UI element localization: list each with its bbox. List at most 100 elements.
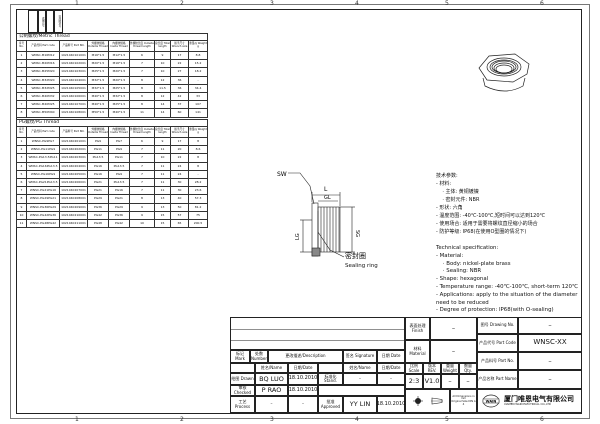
spec-en-line: - Material: xyxy=(436,252,464,259)
table-cell: 11 xyxy=(154,161,171,171)
table-cell: M40*1.5 xyxy=(108,108,130,118)
table-cell: 75 xyxy=(187,210,209,220)
finish-label: 表面处理 Finish xyxy=(405,317,430,340)
table-cell: 1021040206001 xyxy=(59,177,88,188)
zone-col-2-bottom: 2 xyxy=(180,416,184,423)
process-name: – xyxy=(255,396,288,413)
zone-col-1: 1 xyxy=(75,0,79,7)
table-cell: 2 xyxy=(16,145,27,155)
column-header: 序号 No. xyxy=(16,40,27,52)
spec-zh-line: - 材料: xyxy=(436,181,452,187)
material-label: 材料 Material xyxy=(405,340,430,363)
approved-date: 18.10.2010 xyxy=(377,396,405,413)
table-cell: 1021040210001 xyxy=(59,210,88,220)
table-cell: 1021040103001 xyxy=(59,67,88,77)
table-cell: PG16 xyxy=(87,169,109,179)
scale-value: 2:3 xyxy=(405,374,423,389)
process-label: 工艺 Process xyxy=(230,396,255,413)
table-cell: 65 xyxy=(170,218,189,229)
table-cell: 7 xyxy=(129,161,155,171)
zone-col-2: 2 xyxy=(180,0,184,7)
table-cell: 17 xyxy=(170,50,189,61)
table-cell: 8 xyxy=(129,194,155,204)
table-cell: 7 xyxy=(129,153,155,163)
zone-col-6-bottom: 6 xyxy=(540,416,544,423)
table-cell: WNSC-M40M32 xyxy=(26,91,60,102)
table-cell: 7 xyxy=(129,59,155,69)
mark-header: 标记 Mark xyxy=(230,350,250,363)
table-cell: 24 xyxy=(170,161,189,171)
company-name: 厦门唯恩电气有限公司 XIAMEN WAIN ELECTRICAL CO.,LT… xyxy=(504,395,574,406)
checked-name: P RAO xyxy=(255,385,288,396)
table-cell: 11 xyxy=(129,108,155,118)
column-header: 扳手尺寸 Wrench size xyxy=(170,126,189,138)
rev-label: 版本 REV. xyxy=(423,363,441,374)
table-cell: 50 xyxy=(170,202,189,212)
table-cell: 30 xyxy=(170,177,189,188)
table-cell: 10 xyxy=(154,67,171,77)
table-cell: 11 xyxy=(16,218,27,229)
zone-col-5-bottom: 5 xyxy=(445,416,449,423)
table-cell: 1021040105001 xyxy=(59,83,88,93)
outer-border xyxy=(10,4,590,419)
table-cell: WNSC-M32M25 xyxy=(26,83,60,93)
table-cell: 8 xyxy=(129,100,155,110)
column-header: 重量/g Weight g xyxy=(187,126,209,138)
table-cell: 57.3 xyxy=(187,194,209,204)
table-cell: WNSC-M25M20 xyxy=(26,67,60,77)
table-cell: 1 xyxy=(16,136,27,147)
part-name-value: – xyxy=(518,370,582,389)
zone-col-1-bottom: 1 xyxy=(75,416,79,423)
l-label: L xyxy=(324,186,328,193)
column-header: 外螺纹规格 Outside Thread xyxy=(87,126,109,138)
table-cell: 3 xyxy=(16,153,27,163)
table-cell: 7 xyxy=(129,169,155,179)
part-name-label: 产品名称 Part Name xyxy=(477,370,518,389)
column-header: 外螺纹规格 Outside Thread xyxy=(87,40,109,52)
table-cell: 200.5 xyxy=(187,218,209,229)
table-cell: M20*1.5 xyxy=(108,75,130,85)
table-cell: 1021040204001 xyxy=(59,161,88,171)
scale-label: 比例 Scale xyxy=(405,363,423,374)
table-cell: PG7 xyxy=(108,136,130,147)
column-header: 产品代码 Part code xyxy=(26,40,60,52)
table-cell: PG21 xyxy=(87,177,109,188)
spec-en-line: · Sealing: NBR xyxy=(436,268,482,275)
table-cell: 37 xyxy=(170,100,189,110)
table-cell: 24 xyxy=(170,169,189,179)
table-cell: 1021040106001 xyxy=(59,91,88,102)
table-cell: 12 xyxy=(154,91,171,102)
thread-lines xyxy=(320,207,340,252)
table-cell: 4 xyxy=(16,161,27,171)
zone-col-4: 4 xyxy=(355,0,359,7)
orig-size-text: Original Size DIN A 4 xyxy=(451,400,476,406)
table-cell: 14 xyxy=(154,108,171,118)
approved-label: 批准 Approved xyxy=(318,396,343,413)
table-cell: WNSC-PG21PG16 xyxy=(26,186,60,196)
table-cell: M25*1.5 xyxy=(108,83,130,93)
stamp-cell xyxy=(46,10,54,33)
table-cell: WNSC-PG11PG9 xyxy=(26,145,60,155)
table-cell: 1021040104001 xyxy=(59,75,88,85)
spec-en-line: - Temperature range: -40℃-100℃, short-te… xyxy=(436,283,578,290)
isometric-view-drawing xyxy=(478,53,530,92)
table-cell: M20*1.5 xyxy=(87,59,109,69)
table-cell: PG42 xyxy=(87,210,109,220)
spec-zh-line: - 温度范围: -40℃-100℃,短时间可以达到120℃ xyxy=(436,213,546,219)
table-cell: 11.5 xyxy=(154,83,171,93)
table-cell: WNSC-PG29PG21 xyxy=(26,194,60,204)
table-cell: 12 xyxy=(154,75,171,85)
table-cell: 9 xyxy=(129,210,155,220)
sg-label: SG xyxy=(354,230,360,237)
table-cell: 1021040205001 xyxy=(59,169,88,179)
table-cell: PG21 xyxy=(87,186,109,196)
zone-col-3-bottom: 3 xyxy=(270,416,274,423)
spec-zh-line: - 防护等级: IP68(在使用O型圈的情况下) xyxy=(436,229,527,235)
table-cell: PG48 xyxy=(87,218,109,229)
stamp-label-2: 旧底图总号 xyxy=(54,10,63,33)
